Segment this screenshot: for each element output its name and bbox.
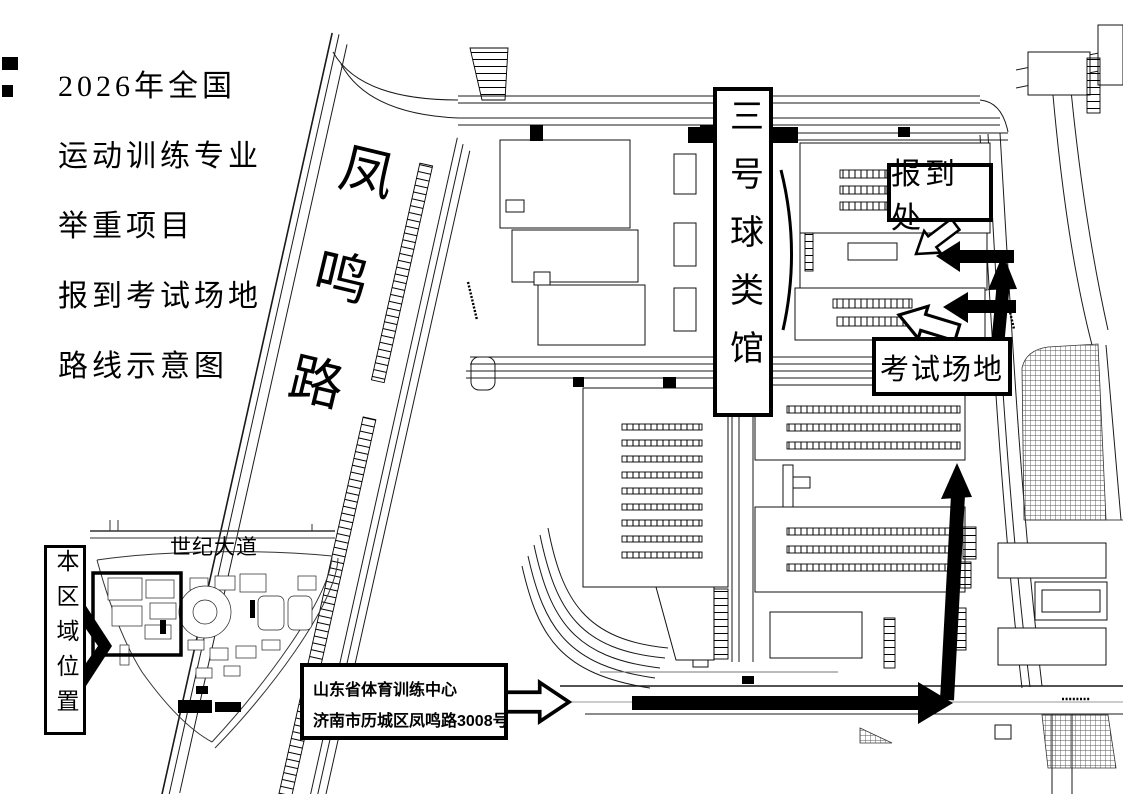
hall-entrance-arc — [779, 169, 794, 331]
title-line-4: 报到考试场地 — [58, 280, 262, 313]
title-block: 2026年全国 运动训练专业 举重项目 报到考试场地 路线示意图 — [58, 52, 262, 402]
hall-label: 三号球类馆 — [724, 98, 762, 388]
inset-map — [86, 520, 339, 749]
title-line-1: 2026年全国 — [58, 70, 236, 103]
inset-road-label: 世纪大道 — [170, 535, 258, 559]
inset-location-box: 本区域位置 — [44, 545, 86, 735]
exam-area-box: 考试场地 — [872, 337, 1012, 396]
grid-areas — [859, 343, 1117, 769]
corner-marks — [2, 57, 18, 97]
address-line-2: 济南市历城区凤鸣路3008号 — [313, 713, 509, 730]
inset-location-label: 本区域位置 — [53, 548, 78, 724]
title-line-2: 运动训练专业 — [58, 140, 262, 173]
route-arrows — [632, 241, 1017, 724]
title-line-5: 路线示意图 — [58, 350, 228, 383]
hatch-strips — [469, 47, 1101, 669]
registration-box: 报到处 — [887, 158, 993, 235]
address-box: 山东省体育训练中心 济南市历城区凤鸣路3008号 — [300, 663, 509, 740]
title-line-3: 举重项目 — [58, 210, 194, 243]
inset-location-arrow — [86, 606, 112, 686]
address-line-1: 山东省体育训练中心 — [313, 682, 458, 699]
hall-label-box: 三号球类馆 — [713, 87, 773, 417]
exam-area-label: 考试场地 — [879, 353, 1004, 386]
road-ticks — [530, 125, 910, 684]
inset-highlight-rect — [91, 571, 183, 657]
registration-label: 报到处 — [891, 157, 959, 235]
